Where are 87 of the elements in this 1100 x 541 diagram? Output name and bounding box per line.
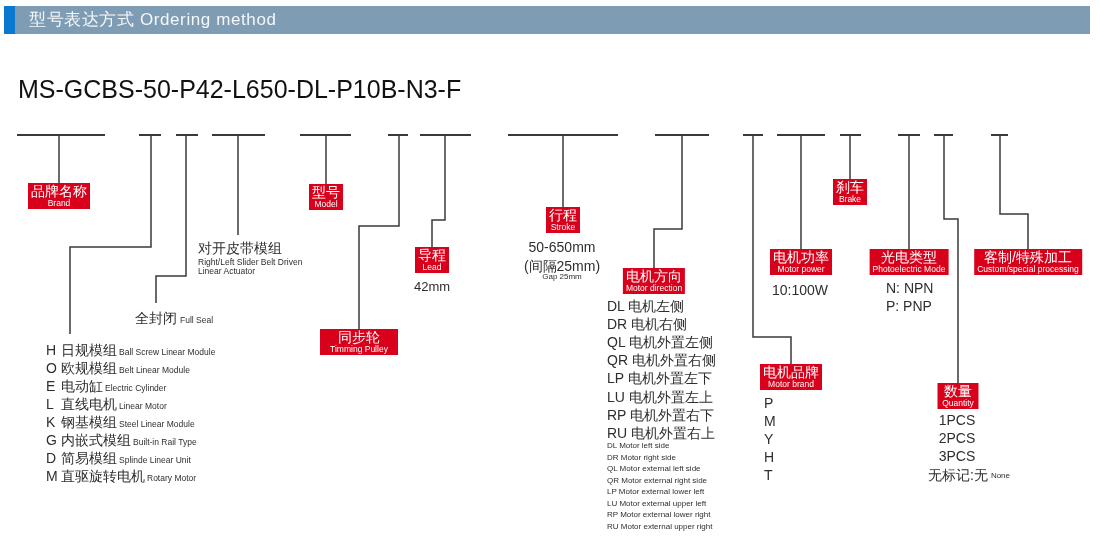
list-item: 无标记:无 xyxy=(928,466,988,484)
list-item: L 直线电机 Linear Motor xyxy=(46,395,167,413)
list-item: LU 电机外置左上 xyxy=(607,387,713,406)
underline xyxy=(212,134,265,136)
list-item: QL Motor external left side xyxy=(607,464,701,475)
value-text: (间隔25mm) xyxy=(523,257,601,274)
list-item: K 钢基模组 Steel Linear Module xyxy=(46,413,195,431)
list-item: 2PCS xyxy=(938,429,976,447)
list-item: DL 电机左侧 xyxy=(607,297,685,315)
list-item: RP Motor external lower right xyxy=(607,510,711,521)
tag-label: 型号 Model xyxy=(309,184,343,210)
leader-line xyxy=(69,135,152,335)
value-text: 10:100W xyxy=(772,281,828,299)
value-text: Gap 25mm xyxy=(542,272,582,282)
list-item: QL 电机外置左侧 xyxy=(607,333,714,352)
leader-line xyxy=(325,135,327,185)
underline xyxy=(655,134,709,136)
leader-line xyxy=(431,135,446,248)
leader-line xyxy=(752,135,792,365)
list-item: G 内嵌式模组 Built-in Rail Type xyxy=(46,431,197,449)
underline xyxy=(300,134,351,136)
underline xyxy=(898,134,920,136)
underline xyxy=(388,134,408,136)
underline xyxy=(777,134,825,136)
leader-line xyxy=(800,135,802,250)
leader-line xyxy=(943,135,959,384)
tag-label: 导程 Lead xyxy=(415,247,449,273)
leader-line xyxy=(849,135,851,180)
tag-label: 品牌名称 Brand xyxy=(28,183,90,209)
leader-line xyxy=(155,135,187,304)
list-item: N: NPN xyxy=(886,279,934,297)
underline xyxy=(840,134,861,136)
list-item: QR Motor external right side xyxy=(607,475,708,486)
list-item: DR 电机右侧 xyxy=(607,315,688,334)
tag-label: 客制/特殊加工 Custom/special processing xyxy=(974,249,1082,275)
tag-label: 行程 Stroke xyxy=(546,207,580,233)
list-item: 3PCS xyxy=(938,447,976,465)
list-item: DR Motor right side xyxy=(607,452,676,463)
list-item: E 电动缸 Electric Cylinder xyxy=(46,377,167,395)
leader-line xyxy=(58,135,60,184)
list-item: QR 电机外置右侧 xyxy=(607,351,716,370)
list-item: DL Motor left side xyxy=(607,441,670,451)
list-item: H xyxy=(764,448,775,466)
list-item: T xyxy=(764,466,773,484)
leader-line xyxy=(358,135,400,330)
leader-line xyxy=(908,135,910,250)
underline xyxy=(743,134,763,136)
title: 型号表达方式 Ordering method xyxy=(29,10,277,30)
list-item: RU 电机外置右上 xyxy=(607,423,716,442)
list-item: RP 电机外置右下 xyxy=(607,405,715,424)
list-item: D 简易模组 Splinde Linear Unit xyxy=(46,449,191,467)
list-item: P xyxy=(764,394,774,412)
underline xyxy=(991,134,1008,136)
underline xyxy=(420,134,471,136)
tag-label: 电机方向 Motor direction xyxy=(622,268,686,294)
tag-label: 刹车 Brake xyxy=(833,179,867,205)
list-item: P: PNP xyxy=(886,297,932,315)
tag-label: 电机功率 Motor power xyxy=(770,249,832,275)
tag-label: 数量 Quantity xyxy=(937,383,979,409)
tag-label: 电机品牌 Motor brand xyxy=(760,364,822,390)
tag-label: 同步轮 Timming Pulley xyxy=(320,329,398,355)
leader-line xyxy=(562,135,564,208)
list-item: LP 电机外置左下 xyxy=(607,369,712,388)
model-code: MS-GCBS-50-P42-L650-DL-P10B-N3-F xyxy=(18,77,462,102)
list-item: M xyxy=(764,412,776,430)
list-item: RU Motor external upper right xyxy=(607,521,713,532)
leader-line xyxy=(653,135,683,269)
underline xyxy=(139,134,161,136)
list-item: M 直驱旋转电机 Rotary Motor xyxy=(46,467,197,485)
leader-line xyxy=(999,135,1029,250)
list-item: LP Motor external lower left xyxy=(607,487,705,498)
leader-line xyxy=(237,135,239,236)
option-text: 对开皮带模组 Right/Left Slider Belt Driven Linear Actuator xyxy=(198,235,313,275)
list-item: O 欧规模组 Belt Linear Module xyxy=(46,359,190,377)
list-item: H 日规模组 Ball Screw Linear Module xyxy=(46,341,216,359)
tag-label: 光电类型 Photoelectric Mode xyxy=(869,249,949,275)
note-text: None xyxy=(990,471,1010,481)
underline xyxy=(934,134,953,136)
underline xyxy=(17,134,105,136)
list-item: Y xyxy=(764,430,774,448)
underline xyxy=(176,134,198,136)
value-text: 50-650mm xyxy=(528,238,596,256)
list-item: LU Motor external upper left xyxy=(607,498,707,509)
list-item: 1PCS xyxy=(938,411,976,429)
value-text: 42mm xyxy=(413,279,451,295)
underline xyxy=(508,134,618,136)
option-text: 全封闭 Full Seal xyxy=(135,303,214,329)
